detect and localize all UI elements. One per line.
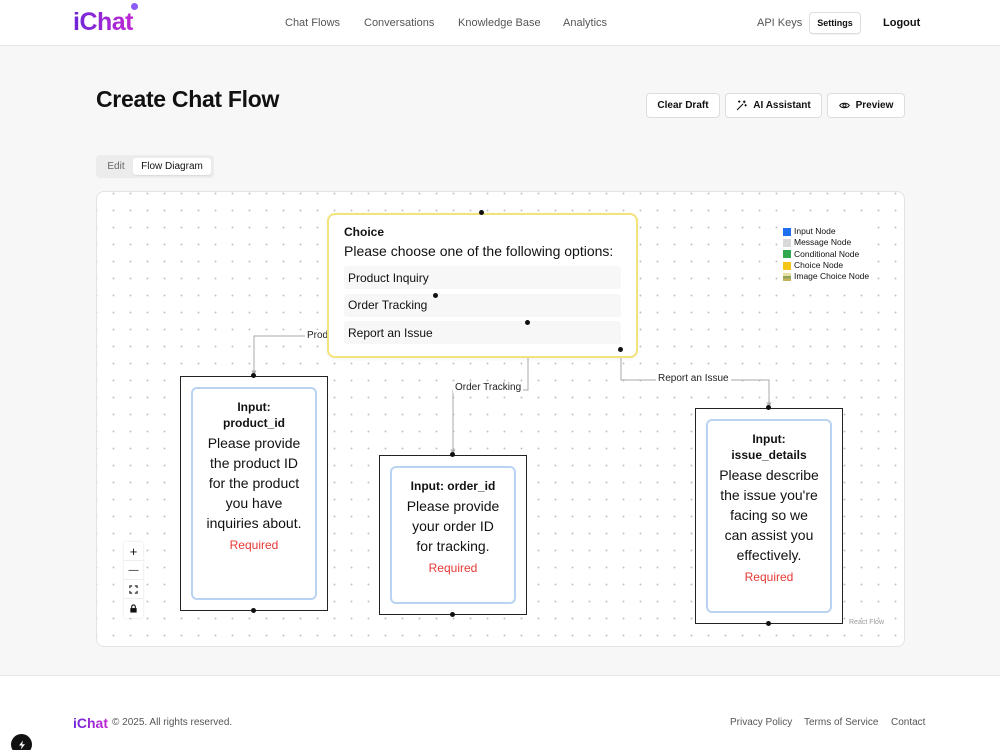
view-tabs: Edit Flow Diagram xyxy=(96,155,214,178)
ai-assistant-button[interactable]: AI Assistant xyxy=(725,93,822,118)
nav-analytics[interactable]: Analytics xyxy=(563,17,608,29)
footer: iChat © 2025. All rights reserved. Priva… xyxy=(0,675,1000,750)
app-logo[interactable]: iChat xyxy=(73,8,134,36)
clear-draft-label: Clear Draft xyxy=(657,100,709,111)
input-card-order-id[interactable]: Input: order_id Please provide your orde… xyxy=(390,466,516,604)
input-handle-top[interactable] xyxy=(766,405,771,410)
legend-swatch-message xyxy=(783,238,791,247)
ai-assistant-label: AI Assistant xyxy=(753,100,811,111)
flow-canvas[interactable]: Produ Order Tracking Report an Issue Cho… xyxy=(96,191,905,647)
input-handle-bottom[interactable] xyxy=(251,608,256,613)
legend-item: Conditional Node xyxy=(783,249,875,260)
required-label: Required xyxy=(428,561,478,575)
contact-link[interactable]: Contact xyxy=(891,717,926,728)
legend-label: Message Node xyxy=(794,237,852,248)
legend-swatch-image-choice xyxy=(783,272,791,281)
legend-label: Input Node xyxy=(794,226,836,236)
fit-view-button[interactable] xyxy=(124,580,143,599)
input-handle-bottom[interactable] xyxy=(450,612,455,617)
edge-label-product-inquiry: Produ xyxy=(305,330,336,341)
canvas-controls: + — xyxy=(124,542,143,618)
choice-node-prompt: Please choose one of the following optio… xyxy=(344,243,614,259)
input-title: Input: order_id xyxy=(410,479,496,493)
input-prompt: Please provide your order ID for trackin… xyxy=(406,498,500,554)
node-legend: Input Node Message Node Conditional Node… xyxy=(780,223,875,285)
choice-option-order-tracking[interactable]: Order Tracking xyxy=(344,293,621,317)
eye-icon xyxy=(838,102,850,109)
preview-button[interactable]: Preview xyxy=(827,93,905,118)
choice-input-handle[interactable] xyxy=(479,210,484,215)
tab-edit[interactable]: Edit xyxy=(107,161,125,172)
legend-swatch-conditional xyxy=(783,250,791,259)
magic-wand-icon xyxy=(737,100,748,111)
choice-node-title: Choice xyxy=(344,225,385,239)
lock-button[interactable] xyxy=(124,599,143,618)
bolt-icon xyxy=(18,740,25,749)
edge-label-order-tracking: Order Tracking xyxy=(453,382,524,393)
logo-dot xyxy=(131,3,138,10)
react-flow-attribution[interactable]: React Flow xyxy=(849,619,885,626)
nav-chat-flows[interactable]: Chat Flows xyxy=(285,17,341,29)
input-handle-bottom[interactable] xyxy=(766,621,771,626)
nav-knowledge-base[interactable]: Knowledge Base xyxy=(458,17,541,29)
input-card-issue-details[interactable]: Input: issue_details Please describe the… xyxy=(706,419,832,613)
legend-item: Message Node xyxy=(783,237,875,248)
choice-handle-product-inquiry[interactable] xyxy=(433,293,438,298)
zoom-in-button[interactable]: + xyxy=(124,542,143,561)
footer-logo[interactable]: iChat xyxy=(73,715,108,731)
settings-button[interactable]: Settings xyxy=(809,12,861,34)
input-prompt: Please describe the issue you're facing … xyxy=(719,467,819,563)
footer-copyright: © 2025. All rights reserved. xyxy=(112,717,233,728)
fit-view-icon xyxy=(129,584,138,594)
choice-node[interactable]: Choice Please choose one of the followin… xyxy=(327,213,638,358)
input-card-product-id[interactable]: Input: product_id Please provide the pro… xyxy=(191,387,317,600)
edge-label-report-issue: Report an Issue xyxy=(656,373,731,384)
required-label: Required xyxy=(744,570,794,584)
terms-of-service-link[interactable]: Terms of Service xyxy=(804,717,879,728)
input-handle-top[interactable] xyxy=(251,373,256,378)
clear-draft-button[interactable]: Clear Draft xyxy=(646,93,720,118)
choice-handle-report-issue[interactable] xyxy=(618,347,623,352)
legend-swatch-choice xyxy=(783,261,791,270)
input-title: Input: issue_details xyxy=(731,432,807,462)
choice-handle-order-tracking[interactable] xyxy=(525,320,530,325)
input-handle-top[interactable] xyxy=(450,452,455,457)
nav-conversations[interactable]: Conversations xyxy=(364,17,435,29)
legend-item: Choice Node xyxy=(783,260,875,271)
preview-label: Preview xyxy=(855,100,894,111)
privacy-policy-link[interactable]: Privacy Policy xyxy=(730,717,793,728)
required-label: Required xyxy=(229,538,279,552)
input-prompt: Please provide the product ID for the pr… xyxy=(206,435,302,531)
dev-tools-bolt-icon[interactable] xyxy=(11,734,32,750)
api-keys-link[interactable]: API Keys xyxy=(757,17,803,29)
top-navbar: iChat Chat Flows Conversations Knowledge… xyxy=(0,0,1000,46)
legend-label: Conditional Node xyxy=(794,248,860,259)
tab-flow-diagram[interactable]: Flow Diagram xyxy=(133,158,211,175)
legend-item: Image Choice Node xyxy=(783,271,875,282)
legend-label: Image Choice Node xyxy=(794,271,870,282)
lock-icon xyxy=(130,604,137,613)
legend-swatch-input xyxy=(783,227,791,236)
logout-button[interactable]: Logout xyxy=(883,17,921,29)
legend-item: Input Node xyxy=(783,226,875,237)
input-title: Input: product_id xyxy=(223,400,285,430)
choice-option-product-inquiry[interactable]: Product Inquiry xyxy=(344,266,621,289)
zoom-out-button[interactable]: — xyxy=(124,561,143,580)
choice-option-report-issue[interactable]: Report an Issue xyxy=(344,321,621,344)
legend-label: Choice Node xyxy=(794,259,844,270)
page-title: Create Chat Flow xyxy=(96,86,280,112)
